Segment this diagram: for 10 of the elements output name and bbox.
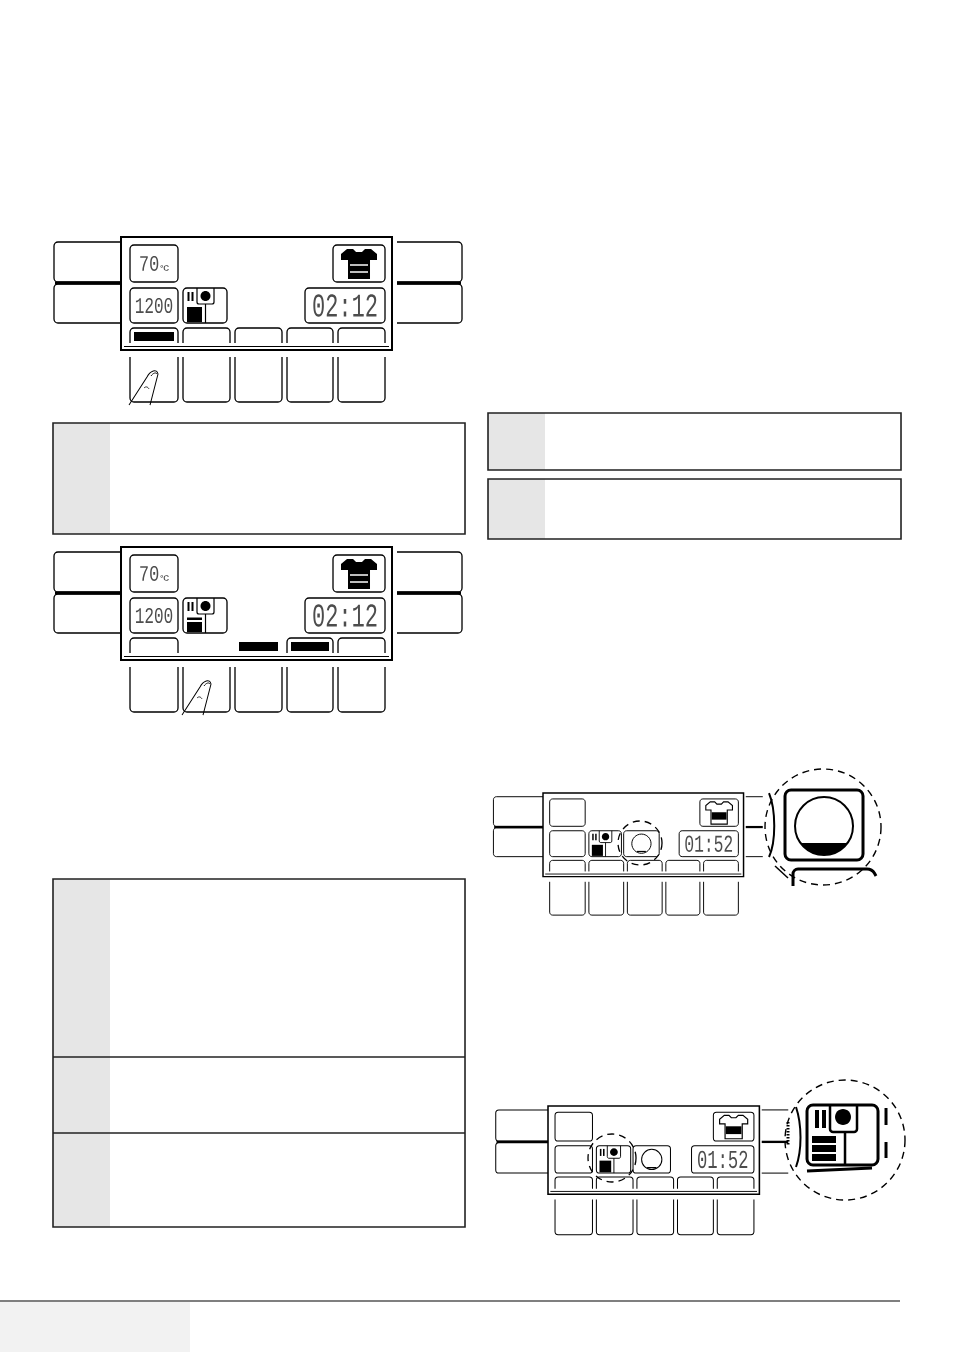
time-display: 02:12 [304,287,386,324]
spin-speed-display: 1200 [129,597,179,634]
display-box [549,830,586,858]
time-display: 01:52 [678,830,739,858]
spin-speed-display: 1200 [129,287,179,324]
display-box [554,1145,593,1174]
time-display: 01:52 [691,1145,755,1174]
time-display: 02:12 [304,597,386,634]
display-box [554,1111,593,1142]
display-box [549,798,586,827]
